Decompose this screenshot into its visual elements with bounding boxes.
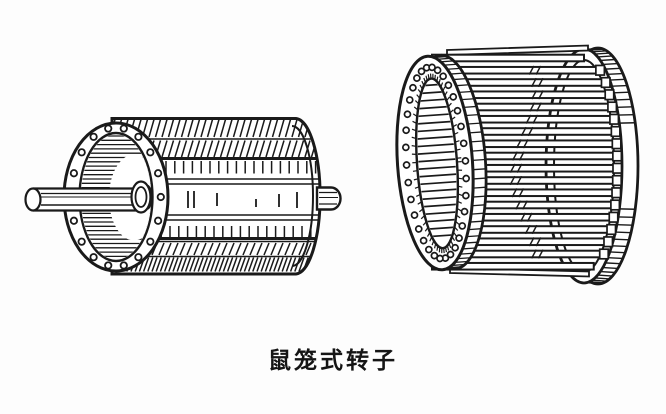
ring-inner-ticks [411, 73, 463, 254]
figure-cage-winding [395, 44, 640, 286]
shaft-stub-right [315, 186, 342, 211]
shaft-hub [130, 180, 153, 214]
cage-bars [431, 53, 623, 271]
rotor-shaft [24, 187, 146, 212]
cage-front-end-ring [395, 53, 488, 272]
figure-rotor-with-shaft [24, 117, 342, 276]
front-ring-holes [401, 63, 471, 263]
rotor-core-body [110, 117, 322, 276]
caption-label: 鼠笼式转子 [268, 348, 398, 373]
